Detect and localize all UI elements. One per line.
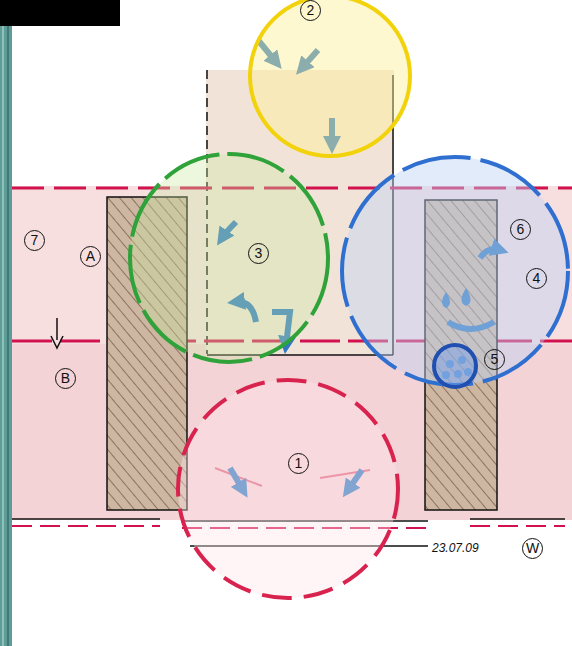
- label-holder: 7: [24, 230, 45, 251]
- label-holder: A: [80, 246, 101, 267]
- callout-holder: 6: [510, 219, 531, 240]
- callout-letter: A: [80, 246, 101, 267]
- zone-circle: 6 4 5: [340, 155, 570, 387]
- label-holder: W: [522, 538, 543, 559]
- callout-holder: 4: [526, 268, 547, 289]
- callout-holder: 5: [484, 349, 505, 370]
- circle-outline: [432, 343, 478, 389]
- callout-holder: 3: [248, 243, 269, 264]
- callout-number: 6: [510, 219, 531, 240]
- water-circle: 5: [432, 343, 478, 389]
- callout-letter: B: [55, 368, 76, 389]
- callout-holder: 2: [300, 0, 321, 21]
- circle-outline: [176, 378, 400, 600]
- date-note: 23.07.09: [432, 540, 479, 556]
- callout-number: 5: [484, 349, 505, 370]
- signature: W: [522, 538, 543, 559]
- circle-outline: [128, 152, 330, 364]
- label-holder: 23.07.09: [432, 540, 479, 556]
- callout-number: 2: [300, 0, 321, 21]
- zone-circle: 2: [248, 0, 412, 158]
- callout-number: 1: [288, 453, 309, 474]
- zone-circle: 3: [128, 152, 330, 364]
- callout-holder: 1: [288, 453, 309, 474]
- callout-number: 4: [526, 268, 547, 289]
- callout-number: 7: [24, 230, 45, 251]
- callout-number: 3: [248, 243, 269, 264]
- circle-outline: [248, 0, 412, 158]
- label-holder: B: [55, 368, 76, 389]
- zone-circle: 1: [176, 378, 400, 600]
